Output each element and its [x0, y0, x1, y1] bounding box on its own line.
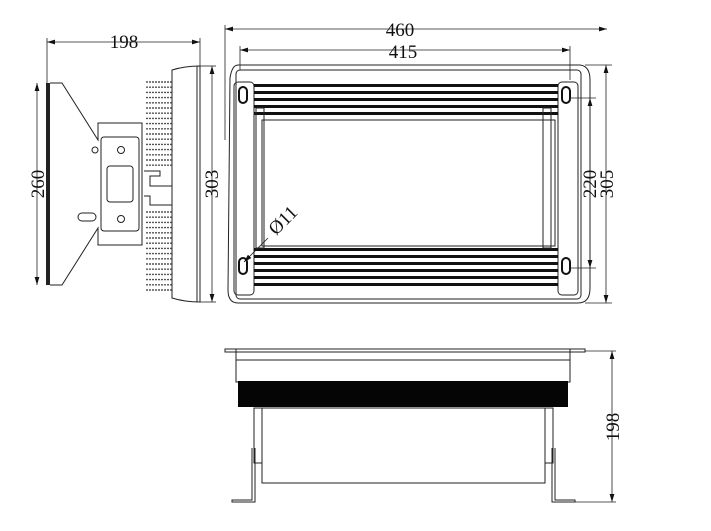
heatsink-bar — [254, 276, 558, 279]
side-view: 198 260 303 — [28, 32, 223, 303]
mount-slot — [561, 86, 571, 104]
heatsink-bar — [254, 269, 558, 272]
dim-label-overall-width: 460 — [386, 20, 415, 41]
heatsink-fins — [146, 81, 172, 291]
bracket-plate — [100, 136, 140, 232]
heatsink-bar — [254, 112, 558, 115]
screw-icon — [117, 146, 125, 154]
dim-label-side-depth: 198 — [110, 32, 139, 53]
heatsink-bars — [254, 84, 558, 286]
heatsink-bar — [254, 105, 558, 108]
heatsink-bar — [254, 262, 558, 265]
heatsink-bar — [254, 91, 558, 94]
dim-label-bottom-depth: 198 — [603, 413, 624, 442]
heatsink-bar — [254, 84, 558, 87]
mount-plate — [46, 83, 50, 285]
dim-label-hole-diameter: Ø11 — [265, 202, 302, 239]
heatsink-bar — [254, 255, 558, 258]
dim-label-mount-width: 415 — [389, 42, 418, 63]
heatsink-clip — [144, 170, 172, 206]
heatsink-bar — [254, 248, 558, 251]
mount-slot — [238, 86, 248, 104]
dim-label-mount-height: 220 — [580, 170, 601, 199]
adjust-knob — [77, 212, 97, 222]
mount-slot — [561, 257, 571, 275]
dim-label-side-bracket-height: 260 — [28, 170, 49, 199]
heatsink-bar — [254, 98, 558, 101]
housing-outline — [227, 64, 591, 304]
screw-icon — [91, 146, 99, 154]
bottom-view: 198 — [224, 348, 624, 503]
dim-label-side-housing-height: 303 — [202, 170, 223, 199]
front-view: 460 415 305 220 Ø11 — [224, 20, 618, 304]
bracket — [50, 82, 143, 286]
mount-slot — [238, 257, 248, 275]
heatsink-bar — [254, 283, 558, 286]
housing — [171, 65, 201, 303]
bracket-window — [106, 165, 134, 203]
driver-box — [261, 407, 546, 484]
center-window — [261, 119, 556, 247]
screw-icon — [117, 215, 125, 223]
heatsink-band — [238, 381, 568, 407]
dim-label-overall-height: 305 — [597, 170, 618, 199]
